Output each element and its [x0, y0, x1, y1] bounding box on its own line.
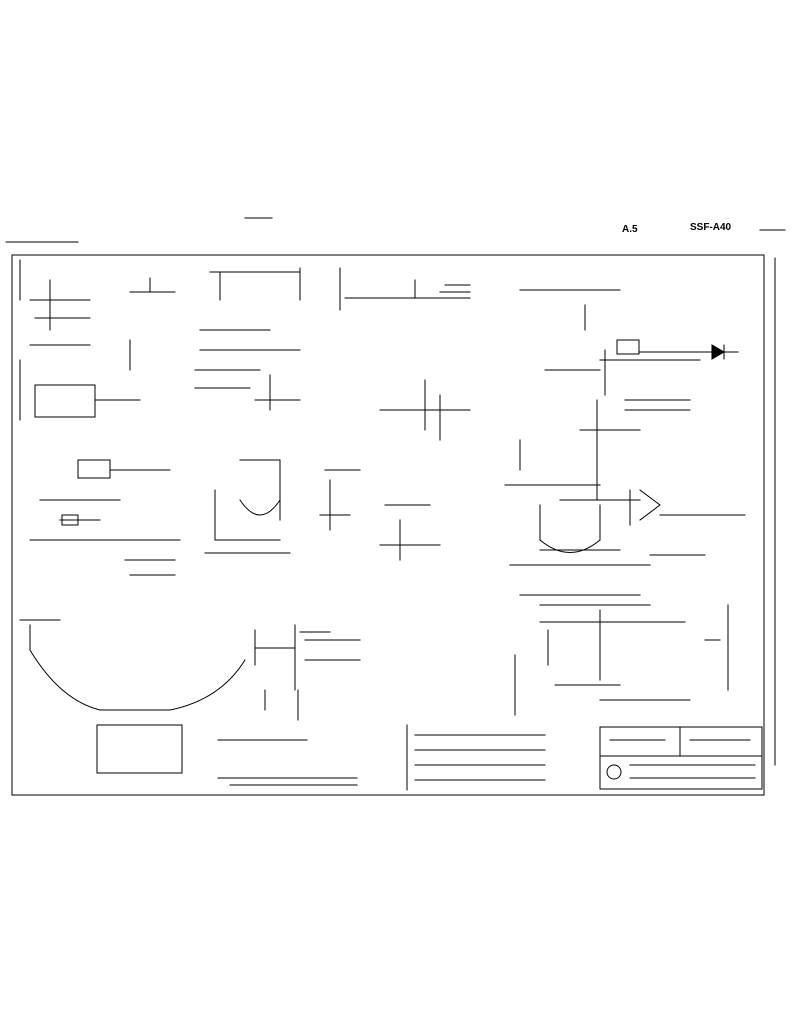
- drawing-frame: [11, 254, 765, 796]
- notes-block: [406, 724, 546, 791]
- middle-center-circuit: [204, 459, 441, 561]
- lower-right-circuit: [514, 594, 729, 716]
- upper-middle-circuit: [194, 267, 471, 441]
- top-left-circuit: [19, 259, 176, 421]
- top-right-code: SSF-A40: [690, 222, 732, 233]
- title-block-logo: [606, 764, 622, 780]
- top-right-marker: A.5: [622, 224, 638, 235]
- diode-symbol: [711, 344, 725, 360]
- middle-left-circuit: [29, 459, 181, 576]
- lower-middle-circuit: [217, 624, 361, 786]
- title-block: [599, 726, 763, 790]
- lower-left-arc: [19, 619, 246, 774]
- middle-right-circuit: [504, 469, 746, 566]
- lower-left-box: [96, 724, 183, 774]
- upper-right-circuit: [519, 289, 739, 471]
